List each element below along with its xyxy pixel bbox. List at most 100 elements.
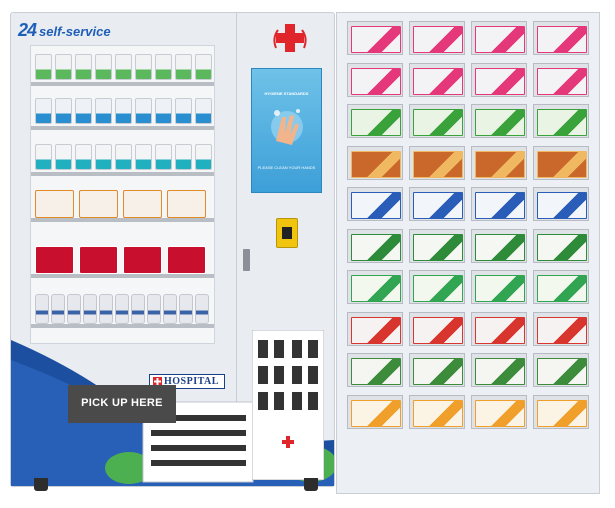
hospital-building-icon (252, 330, 324, 480)
shelf-product (115, 144, 132, 170)
medicine-box-pink-pack (413, 67, 463, 95)
shelf-product (195, 144, 212, 170)
locker-compartment[interactable] (471, 311, 527, 346)
product-display-window (30, 45, 215, 344)
shelf-product (155, 144, 172, 170)
locker-compartment[interactable] (409, 145, 465, 180)
medicine-box-green-white-pack (537, 233, 587, 261)
shelf-rail (31, 218, 214, 222)
shelf-product (35, 98, 52, 124)
medicine-box-green-circle-pack (475, 358, 525, 385)
shelf-product (123, 246, 162, 274)
locker-compartment[interactable] (347, 145, 403, 180)
locker-compartment[interactable] (533, 187, 589, 221)
locker-compartment[interactable] (347, 62, 403, 97)
medicine-box-blue-pack (537, 192, 587, 219)
medicine-box-red-band-pack (475, 316, 525, 344)
locker-compartment[interactable] (409, 353, 465, 387)
medicine-box-green-band-pack (475, 275, 525, 302)
locker-compartment[interactable] (471, 353, 527, 387)
locker-compartment[interactable] (533, 62, 589, 97)
locker-compartment[interactable] (533, 270, 589, 304)
locker-compartment[interactable] (471, 270, 527, 304)
medicine-box-orange-pack (537, 150, 587, 178)
locker-compartment[interactable] (409, 187, 465, 221)
shelf-rail (31, 324, 214, 328)
locker-compartment[interactable] (409, 394, 465, 429)
locker-compartment[interactable] (533, 311, 589, 346)
shelf-product (195, 98, 212, 124)
shelf-rail (31, 274, 214, 278)
locker-compartment[interactable] (533, 21, 589, 55)
locker-compartment[interactable] (471, 104, 527, 138)
medicine-box-blue-pack (413, 192, 463, 219)
medicine-box-pink-pack (351, 67, 401, 95)
shelf-product (167, 246, 206, 274)
shelf-product (147, 294, 161, 324)
shelf-product (163, 294, 177, 324)
locker-compartment[interactable] (409, 62, 465, 97)
locker-compartment[interactable] (533, 394, 589, 429)
medicine-box-pink-pack (475, 26, 525, 53)
shelf-product (75, 98, 92, 124)
shelf-rail (31, 126, 214, 130)
cabinet-foot-right (304, 478, 318, 491)
locker-compartment[interactable] (409, 228, 465, 263)
locker-compartment[interactable] (409, 21, 465, 55)
pickup-label: PICK UP HERE (81, 397, 163, 409)
locker-compartment[interactable] (347, 187, 403, 221)
locker-compartment[interactable] (533, 228, 589, 263)
locker-compartment[interactable] (471, 21, 527, 55)
locker-compartment[interactable] (347, 228, 403, 263)
shelf-rail (31, 172, 214, 176)
medicine-box-red-band-pack (537, 316, 587, 344)
locker-compartment[interactable] (471, 228, 527, 263)
shelf-product (35, 54, 52, 80)
locker-compartment[interactable] (471, 187, 527, 221)
locker-compartment[interactable] (409, 270, 465, 304)
locker-compartment[interactable] (533, 353, 589, 387)
medicine-box-pink-pack (413, 26, 463, 53)
shelf-product (175, 54, 192, 80)
medicine-box-green-band-pack (537, 275, 587, 302)
shelf-product (75, 144, 92, 170)
locker-compartment[interactable] (409, 104, 465, 138)
pickup-port[interactable]: PICK UP HERE (68, 385, 176, 423)
locker-compartment[interactable] (347, 21, 403, 55)
locker-compartment[interactable] (533, 145, 589, 180)
medicine-box-green-circle-pack (413, 358, 463, 385)
locker-compartment[interactable] (347, 270, 403, 304)
medicine-box-green-band-pack (351, 275, 401, 302)
locker-compartment[interactable] (347, 311, 403, 346)
medicine-box-pink-pack (537, 26, 587, 53)
shelf-product (115, 98, 132, 124)
locker-compartment[interactable] (347, 104, 403, 138)
medicine-box-green-pack (475, 109, 525, 136)
hand-washing-icon (271, 109, 303, 145)
locker-compartment[interactable] (471, 394, 527, 429)
medicine-box-pink-pack (537, 67, 587, 95)
medicine-box-green-pack (537, 109, 587, 136)
cabinet-foot-left (34, 478, 48, 491)
medicine-box-orange-body-pack (413, 399, 463, 427)
locker-compartment[interactable] (533, 104, 589, 138)
shelf-product (79, 246, 118, 274)
locker-compartment[interactable] (347, 394, 403, 429)
shelf-product (175, 144, 192, 170)
shelf-product (55, 98, 72, 124)
shelf-product (35, 144, 52, 170)
shelf-product (55, 54, 72, 80)
shelf-rail (31, 82, 214, 86)
shelf-product (195, 294, 209, 324)
payment-terminal[interactable] (276, 218, 298, 248)
locker-compartment[interactable] (471, 145, 527, 180)
shelf-product (131, 294, 145, 324)
locker-cabinet (336, 12, 600, 494)
locker-compartment[interactable] (409, 311, 465, 346)
shelf-product (175, 98, 192, 124)
hospital-sign-label: HOSPITAL (164, 376, 219, 387)
medicine-box-blue-pack (351, 192, 401, 219)
hospital-cross-icon (153, 377, 162, 386)
locker-compartment[interactable] (471, 62, 527, 97)
locker-compartment[interactable] (347, 353, 403, 387)
